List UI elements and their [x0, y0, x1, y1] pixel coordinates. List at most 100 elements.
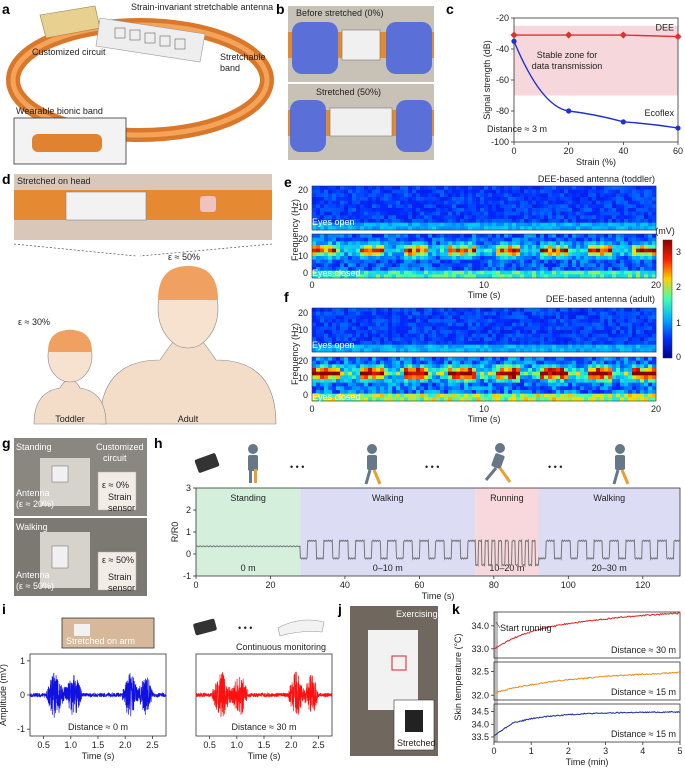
f-bot-cell — [340, 357, 345, 361]
series-dee-point — [565, 31, 573, 39]
f-top-cell — [360, 333, 365, 338]
e-bot-cell — [560, 234, 565, 238]
e-top-cell — [584, 186, 589, 190]
e-top-cell — [356, 211, 361, 216]
f-bot-cell — [532, 379, 537, 383]
stable-zone — [514, 25, 678, 96]
f-top-cell — [348, 311, 353, 316]
f-top-cell — [588, 326, 593, 331]
e-top-cell — [464, 200, 469, 205]
f-bot-cell — [424, 382, 429, 387]
f-top-cell — [520, 344, 525, 349]
h-dots-3: • • • — [548, 462, 562, 472]
i-right-xtick-label: 1.0 — [231, 740, 244, 750]
e-bot-cell — [444, 259, 449, 264]
e-top-cell — [420, 222, 425, 227]
e-top-cell — [440, 189, 445, 194]
e-bot-cell — [376, 263, 381, 268]
e-bot-cell — [604, 252, 609, 257]
f-top-cell — [320, 333, 325, 338]
e-bot-cell — [636, 245, 641, 249]
f-bot-cell — [572, 364, 577, 369]
f-top-cell — [584, 326, 589, 331]
e-top-cell — [316, 222, 321, 227]
f-top-cell — [596, 308, 601, 312]
f-bot-cell — [584, 371, 589, 376]
f-top-cell — [468, 348, 473, 353]
e-bot-cell — [388, 252, 393, 257]
e-bot-cell — [588, 234, 593, 238]
e-top-cell — [568, 222, 573, 227]
f-top-cell — [320, 308, 325, 312]
f-bot-cell — [448, 371, 453, 376]
e-bot-cell — [492, 263, 497, 268]
e-bot-cell — [508, 248, 513, 253]
e-closed-label: Eyes closed — [312, 268, 361, 278]
f-top-cell — [504, 333, 509, 338]
f-top-cell — [604, 315, 609, 320]
f-top-cell — [504, 330, 509, 334]
f-bot-cell — [436, 379, 441, 383]
f-bot-cell — [496, 397, 501, 402]
i-left-ytick-label: 0 — [20, 690, 25, 700]
e-top-cell — [648, 204, 653, 209]
f-bot-cell — [376, 382, 381, 387]
e-top-cell — [360, 189, 365, 194]
f-top-cell — [460, 348, 465, 353]
f-top-cell — [404, 330, 409, 334]
e-bot-cell — [464, 234, 469, 238]
e-top-cell — [456, 193, 461, 198]
e-top-cell — [616, 189, 621, 194]
f-top-cell — [372, 341, 377, 345]
f-top-cell — [420, 333, 425, 338]
e-bot-cell — [532, 252, 537, 257]
f-bot-cell — [596, 375, 601, 380]
f-top-cell — [556, 311, 561, 316]
e-bot-cell — [504, 248, 509, 253]
e-bot-cell — [380, 245, 385, 249]
e-bot-cell — [540, 248, 545, 253]
e-top-cell — [584, 200, 589, 205]
e-top-cell — [420, 197, 425, 201]
e-top-cell — [584, 222, 589, 227]
e-bot-cell — [604, 234, 609, 238]
f-bot-cell — [464, 379, 469, 383]
e-bot-cell — [584, 245, 589, 249]
f-top-cell — [556, 337, 561, 342]
e-bot-cell — [636, 263, 641, 268]
e-top-cell — [568, 200, 573, 205]
f-bot-cell — [512, 397, 517, 402]
e-top-cell — [316, 197, 321, 201]
f-bot-cell — [432, 371, 437, 376]
f-top-cell — [428, 326, 433, 331]
e-bot-cell — [468, 263, 473, 268]
e-bot-cell — [652, 237, 657, 242]
f-top-cell — [576, 333, 581, 338]
e-bot-cell — [512, 263, 517, 268]
e-bot-cell — [336, 267, 341, 271]
e-ylabel: Frequency (Hz) — [290, 199, 300, 261]
f-top-cell — [344, 322, 349, 327]
f-top-cell — [324, 319, 329, 323]
e-bot-cell — [640, 241, 645, 246]
e-top-cell — [332, 219, 337, 223]
f-top-cell — [444, 344, 449, 349]
e-bot-cell — [476, 263, 481, 268]
f-top-cell — [604, 308, 609, 312]
f-top-cell — [456, 337, 461, 342]
e-bot-cell — [624, 256, 629, 260]
f-bot-cell — [468, 379, 473, 383]
e-bot-cell — [584, 270, 589, 275]
series-ecoflex-point — [675, 125, 681, 131]
e-bot-cell — [528, 241, 533, 246]
f-bot-cell — [392, 390, 397, 394]
e-bot-cell — [608, 245, 613, 249]
e-top-cell — [408, 211, 413, 216]
panel-f: f DEE-based antenna (adult) Eyes open Ey… — [284, 289, 661, 424]
e-bot-cell — [336, 245, 341, 249]
e-bot-cell — [472, 263, 477, 268]
e-top-cell — [572, 208, 577, 212]
e-top-cell — [496, 219, 501, 223]
e-top-cell — [324, 219, 329, 223]
f-top-cell — [372, 322, 377, 327]
